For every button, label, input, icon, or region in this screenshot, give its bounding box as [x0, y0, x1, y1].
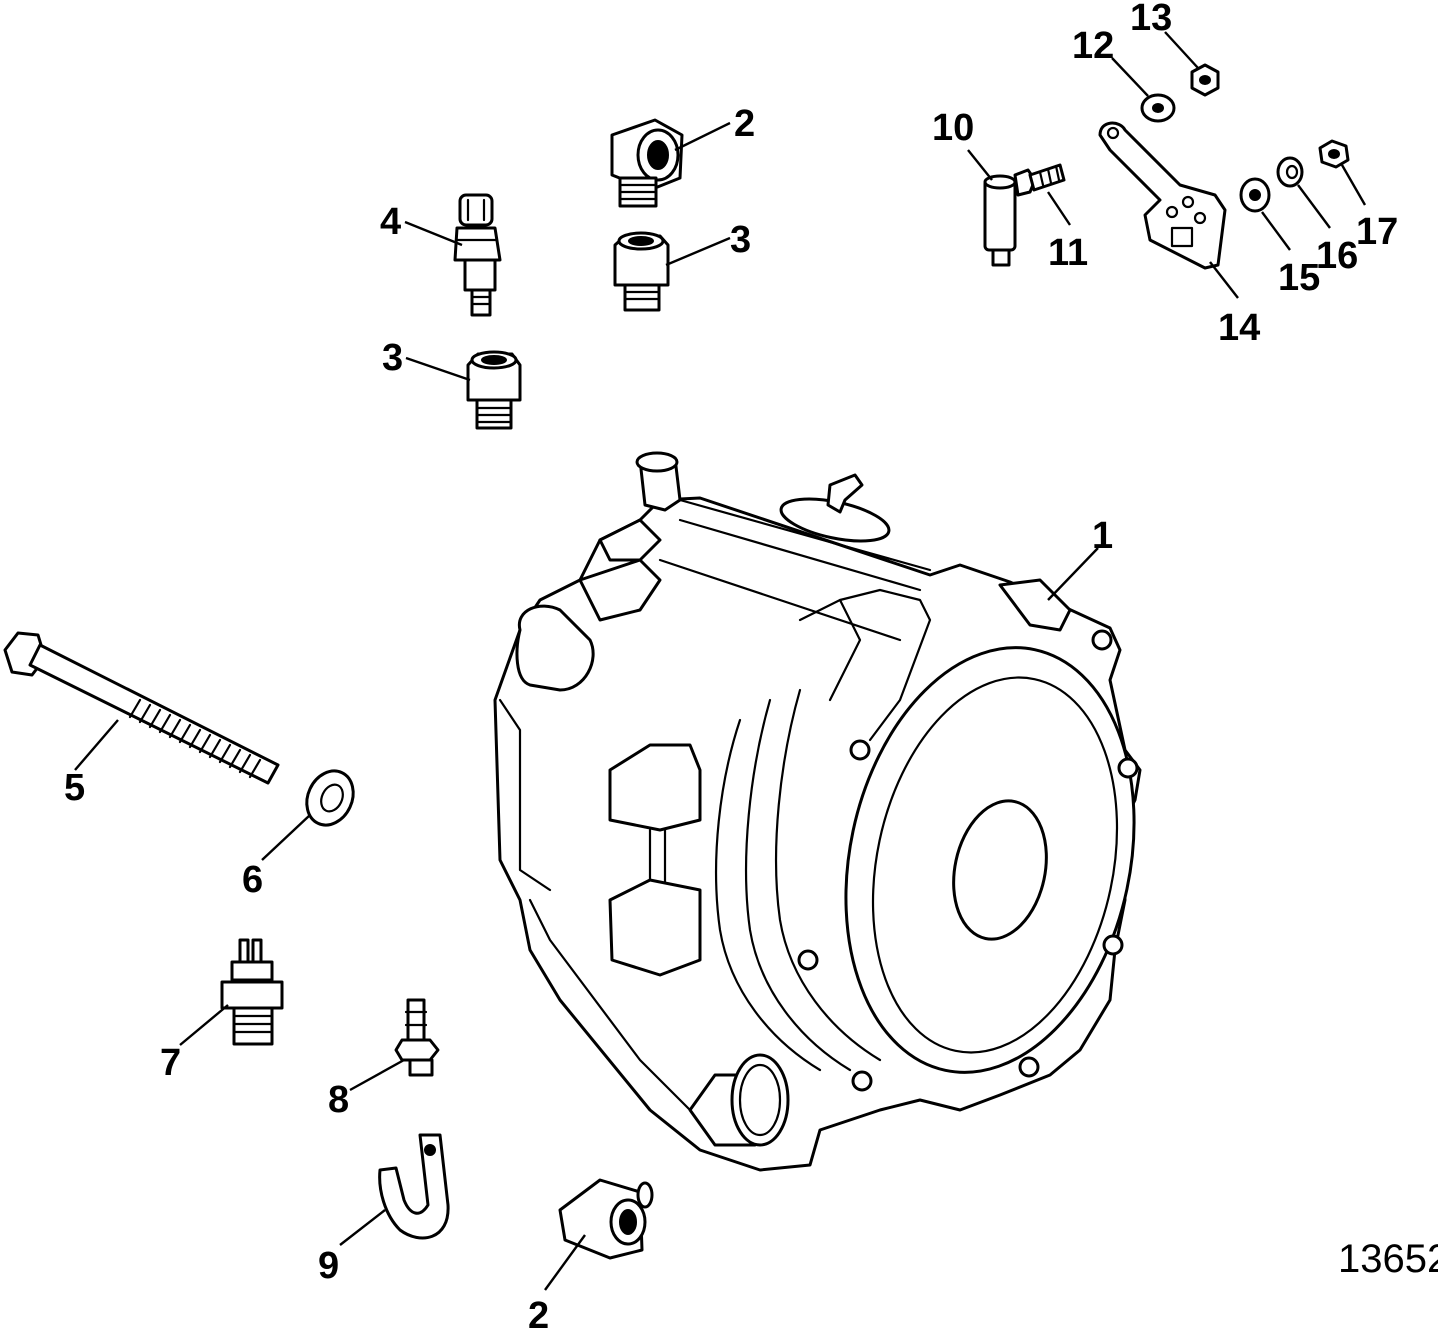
callout-11: 11: [1048, 232, 1088, 274]
shift-screw: [1013, 163, 1066, 197]
callout-7: 7: [160, 1042, 181, 1084]
flat-washer-15: [1239, 177, 1271, 213]
lock-washer-16: [1276, 156, 1304, 188]
mounting-bracket: [1098, 121, 1227, 270]
elbow-fitting-lower: [558, 1178, 654, 1260]
shift-stud: [983, 174, 1017, 267]
callout-5: 5: [64, 767, 85, 809]
callout-10: 10: [932, 107, 974, 149]
callout-9: 9: [318, 1245, 339, 1287]
elbow-fitting-upper: [610, 118, 684, 208]
temperature-sender: [220, 938, 284, 1046]
callout-3-upper: 3: [730, 219, 751, 261]
callout-13: 13: [1130, 0, 1172, 39]
callout-2-lower: 2: [528, 1295, 549, 1331]
hex-nut-13: [1190, 63, 1220, 97]
pressure-sender: [453, 193, 502, 317]
adapter-upper: [613, 231, 670, 312]
callout-1: 1: [1092, 515, 1113, 557]
long-bolt: [3, 631, 280, 785]
transmission-housing: [493, 451, 1142, 1172]
adapter-lower: [466, 350, 522, 430]
leader-lines: [74, 31, 1367, 1291]
flat-washer-12: [1140, 93, 1176, 123]
callout-4: 4: [380, 201, 401, 243]
hex-nut-17: [1318, 139, 1350, 169]
hose-barb-fitting: [394, 998, 440, 1077]
callout-12: 12: [1072, 25, 1114, 67]
callout-17: 17: [1356, 211, 1398, 253]
callout-14: 14: [1218, 307, 1260, 349]
callout-3-lower: 3: [382, 337, 403, 379]
diagram-id-number: 13652: [1338, 1237, 1438, 1281]
callout-2-upper: 2: [734, 103, 755, 145]
callout-16: 16: [1316, 235, 1358, 277]
callout-6: 6: [242, 859, 263, 901]
callout-8: 8: [328, 1079, 349, 1121]
hose-clamp: [378, 1133, 450, 1240]
lock-washer: [305, 769, 355, 827]
callout-15: 15: [1278, 257, 1320, 299]
callout-labels: 1 2 2 3 3 4 5 6 7 8 9 10 11 12 13 14 15 …: [64, 0, 1398, 1331]
